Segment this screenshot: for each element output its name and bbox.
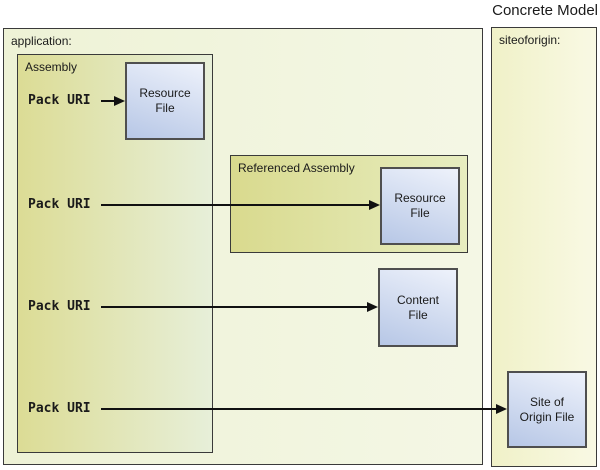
node-label: Resource File [139, 86, 191, 115]
content-file-node: Content File [378, 268, 458, 347]
referenced-assembly-label: Referenced Assembly [238, 161, 355, 175]
node-label: Resource File [394, 191, 446, 220]
pack-uri-label-1: Pack URI [28, 93, 91, 108]
pack-uri-label-2: Pack URI [28, 197, 91, 212]
resource-file-node-assembly: Resource File [125, 62, 205, 140]
assembly-label: Assembly [25, 60, 78, 74]
site-of-origin-file-node: Site of Origin File [507, 371, 587, 448]
diagram-title: Concrete Model [492, 2, 598, 19]
siteoforigin-label: siteoforigin: [499, 33, 561, 47]
pack-uri-label-4: Pack URI [28, 401, 91, 416]
resource-file-node-referenced: Resource File [380, 167, 460, 245]
node-label: Content File [396, 292, 440, 322]
node-label: Site of Origin File [519, 394, 575, 424]
pack-uri-label-3: Pack URI [28, 299, 91, 314]
application-label: application: [11, 34, 72, 48]
